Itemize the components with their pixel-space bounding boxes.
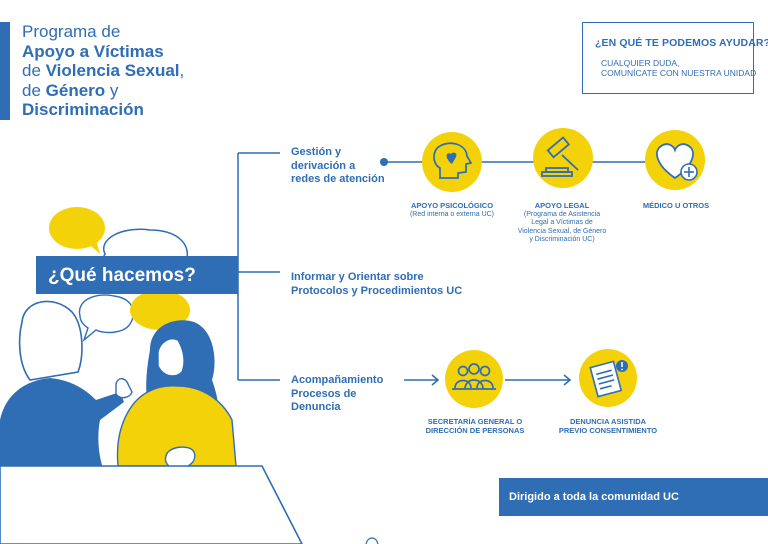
title-line-5: Discriminación <box>22 100 144 119</box>
people-group-icon <box>445 350 503 408</box>
speech-bubble-outline-small <box>78 294 135 343</box>
title-line-3: de Violencia Sexual, <box>22 61 185 80</box>
help-box: ¿EN QUÉ TE PODEMOS AYUDAR? CUALQUIER DUD… <box>582 22 768 94</box>
service-legal-sub-3: Violencia Sexual, de Género <box>517 227 607 235</box>
service-psicologico-sub: (Red interna o externa UC) <box>409 210 495 218</box>
flow-arrows <box>404 374 572 386</box>
help-answer-line-2: COMUNÍCATE CON NUESTRA UNIDAD <box>601 68 757 78</box>
women-illustration <box>0 300 303 544</box>
help-answer-line-1: CUALQUIER DUDA, <box>601 58 680 68</box>
connector-node <box>380 158 388 166</box>
branch-gestion-line-1: Gestión y <box>291 146 342 158</box>
branch-informar: Informar y Orientar sobre Protocolos y P… <box>291 271 462 298</box>
help-answer: CUALQUIER DUDA, COMUNÍCATE CON NUESTRA U… <box>595 58 757 78</box>
branch-acompanamiento-line-2: Procesos de <box>291 387 357 400</box>
community-banner: Dirigido a toda la comunidad UC <box>499 478 768 516</box>
service-psicologico-title: APOYO PSICOLÓGICO <box>410 201 494 210</box>
denuncia-asistida-line-2: PREVIO CONSENTIMIENTO <box>558 425 658 435</box>
branch-acompanamiento: Acompañamiento Procesos de Denuncia <box>291 374 383 415</box>
branch-informar-line-1: Informar y Orientar sobre <box>291 271 424 283</box>
document-alert-icon <box>579 349 637 407</box>
branch-acompanamiento-line-3: Denuncia <box>291 401 341 413</box>
what-we-do-banner: ¿Qué hacemos? <box>36 256 238 294</box>
service-legal-sub-4: y Discriminación UC) <box>529 236 595 244</box>
denuncia-asistida: DENUNCIA ASISTIDA PREVIO CONSENTIMIENTO <box>552 417 664 435</box>
page-mark <box>365 537 379 544</box>
title-accent-bar <box>0 22 10 120</box>
speech-bubble-icon <box>49 207 105 254</box>
service-legal-title: APOYO LEGAL <box>534 201 590 210</box>
denuncia-secretaria-line-1: SECRETARÍA GENERAL O <box>427 417 523 426</box>
branch-gestion-line-2: derivación a <box>291 159 356 172</box>
speech-bubble-yellow <box>130 290 190 330</box>
branch-gestion-line-3: redes de atención <box>291 173 385 185</box>
denuncia-secretaria-line-2: DIRECCIÓN DE PERSONAS <box>425 425 525 435</box>
title-line-2: Apoyo a Víctimas <box>22 41 164 61</box>
gavel-icon <box>533 128 593 188</box>
denuncia-asistida-line-1: DENUNCIA ASISTIDA <box>569 417 647 426</box>
head-heart-icon <box>422 132 482 192</box>
page-title: Programa de Apoyo a Víctimas de Violenci… <box>22 22 252 120</box>
title-line-4: de Género y <box>22 80 119 100</box>
help-question: ¿EN QUÉ TE PODEMOS AYUDAR? <box>595 37 768 49</box>
denuncia-secretaria: SECRETARÍA GENERAL O DIRECCIÓN DE PERSON… <box>420 417 530 435</box>
branch-acompanamiento-line-1: Acompañamiento <box>291 374 384 386</box>
service-legal: APOYO LEGAL (Programa de Asistencia Lega… <box>503 201 621 245</box>
title-line-1: Programa de <box>22 22 121 41</box>
heart-plus-icon <box>645 130 705 190</box>
service-psicologico: APOYO PSICOLÓGICO (Red interna o externa… <box>400 201 504 219</box>
branch-informar-line-2: Protocolos y Procedimientos UC <box>291 284 463 297</box>
service-medico: MÉDICO U OTROS <box>630 201 722 211</box>
branch-gestion: Gestión y derivación a redes de atención <box>291 146 385 187</box>
service-medico-title: MÉDICO U OTROS <box>642 201 710 210</box>
service-legal-sub-2: Legal a Víctimas de <box>531 219 593 227</box>
service-legal-sub-1: (Programa de Asistencia <box>523 210 601 218</box>
